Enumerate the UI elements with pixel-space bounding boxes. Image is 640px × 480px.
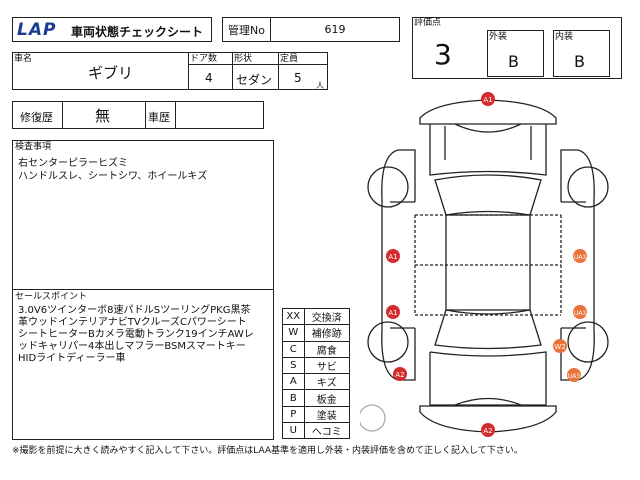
legend-code: W	[282, 324, 305, 342]
rear-left-wheel	[367, 321, 409, 363]
legend-code: A	[282, 373, 305, 391]
capacity-label: 定員	[280, 54, 299, 64]
sales-points-label: セールスポイント	[15, 292, 88, 302]
exterior-box	[487, 30, 544, 77]
marker-front: A1	[483, 96, 492, 104]
front-left-wheel	[367, 166, 409, 208]
legend-code: B	[282, 389, 305, 407]
legend-meaning: キズ	[303, 373, 351, 391]
score-label: 評価点	[414, 18, 442, 28]
interior-label: 内装	[555, 32, 574, 42]
legend-code: XX	[282, 307, 305, 326]
marker-right-rear-fender: UA3	[568, 373, 580, 380]
inspection-box	[12, 140, 274, 290]
legend-code: S	[282, 356, 305, 375]
management-number-box: 管理No 619	[222, 17, 400, 42]
vehicle-history-label: 車歴	[148, 111, 170, 124]
exterior-label: 外装	[489, 32, 508, 42]
marker-right-rear-door: UA3	[574, 310, 586, 317]
car-name-value: ギブリ	[88, 64, 134, 82]
interior-box	[553, 30, 610, 77]
sales-line: ッドキャリパー4本出しマフラーBSMスマートキー	[18, 341, 246, 352]
marker-left-rear-door: A1	[388, 309, 397, 317]
sheet-title: 車両状態チェックシート	[71, 25, 204, 39]
car-name-label: 車名	[14, 54, 33, 64]
repair-history-box	[12, 101, 264, 129]
marker-rear: A2	[483, 427, 492, 435]
inspection-label: 検査事項	[15, 142, 52, 152]
repair-history-label: 修復歴	[20, 111, 53, 124]
sales-points-text: 3.0V6ツインターボ8速パドルSツーリングPKG黒茶 革ウッドインテリアナビT…	[18, 305, 254, 365]
legend-code: C	[282, 340, 305, 358]
management-number-value: 619	[324, 23, 346, 36]
marker-left-rear-fender: A2	[395, 371, 404, 379]
logo: LAP	[17, 20, 57, 40]
footer-note: ※撮影を前提に大きく読みやすく記入して下さい。評価点はLAA基準を適用し外装・内…	[12, 446, 523, 456]
doors-value: 4	[205, 71, 213, 85]
sales-points-box	[12, 289, 274, 440]
legend-meaning: 腐食	[303, 340, 351, 358]
doors-label: ドア数	[190, 54, 218, 64]
management-number-label: 管理No	[223, 18, 271, 41]
inspection-line: ハンドルスレ、シートシワ、ホイールキズ	[18, 171, 208, 182]
legend-code: P	[282, 405, 305, 424]
legend-meaning: 塗装	[303, 405, 351, 424]
capacity-value: 5	[294, 71, 302, 85]
repair-history-value: 無	[95, 107, 111, 125]
legend-meaning: 補修跡	[303, 324, 351, 342]
exterior-value: B	[508, 52, 519, 71]
legend-meaning: 交換済	[303, 307, 351, 326]
interior-value: B	[574, 52, 585, 71]
legend-meaning: サビ	[303, 356, 351, 375]
sales-line: HIDライトディーラー車	[18, 353, 126, 364]
marker-right-rear-wheel: W2	[554, 343, 565, 351]
car-damage-diagram: A1 A2 A1 A1 A2 UA3 UA3 W2 UA3	[360, 92, 609, 437]
marker-right-front-door: UA3	[574, 254, 586, 261]
shape-value: セダン	[236, 73, 273, 87]
sales-line: 3.0V6ツインターボ8速パドルSツーリングPKG黒茶	[18, 305, 251, 316]
sales-line: 革ウッドインテリアナビTVクルーズCパワーシート	[18, 317, 247, 328]
spare-tire	[360, 404, 386, 432]
header-title-box: LAP 車両状態チェックシート	[12, 17, 212, 42]
marker-left-front-door: A1	[388, 253, 397, 261]
sales-line: シートヒーターBカメラ電動トランク19インチAWレ	[18, 329, 254, 340]
legend-code: U	[282, 422, 305, 440]
shape-label: 形状	[234, 54, 253, 64]
rear-right-wheel	[567, 321, 609, 363]
score-value: 3	[434, 38, 452, 71]
legend-meaning: 板金	[303, 389, 351, 407]
front-right-wheel	[567, 166, 609, 208]
inspection-text: 右センターピラーヒズミ ハンドルスレ、シートシワ、ホイールキズ	[18, 157, 207, 183]
legend-meaning: ヘコミ	[303, 422, 351, 440]
inspection-line: 右センターピラーヒズミ	[18, 158, 128, 169]
capacity-unit: 人	[316, 81, 324, 90]
vehicle-info-box	[12, 52, 328, 90]
